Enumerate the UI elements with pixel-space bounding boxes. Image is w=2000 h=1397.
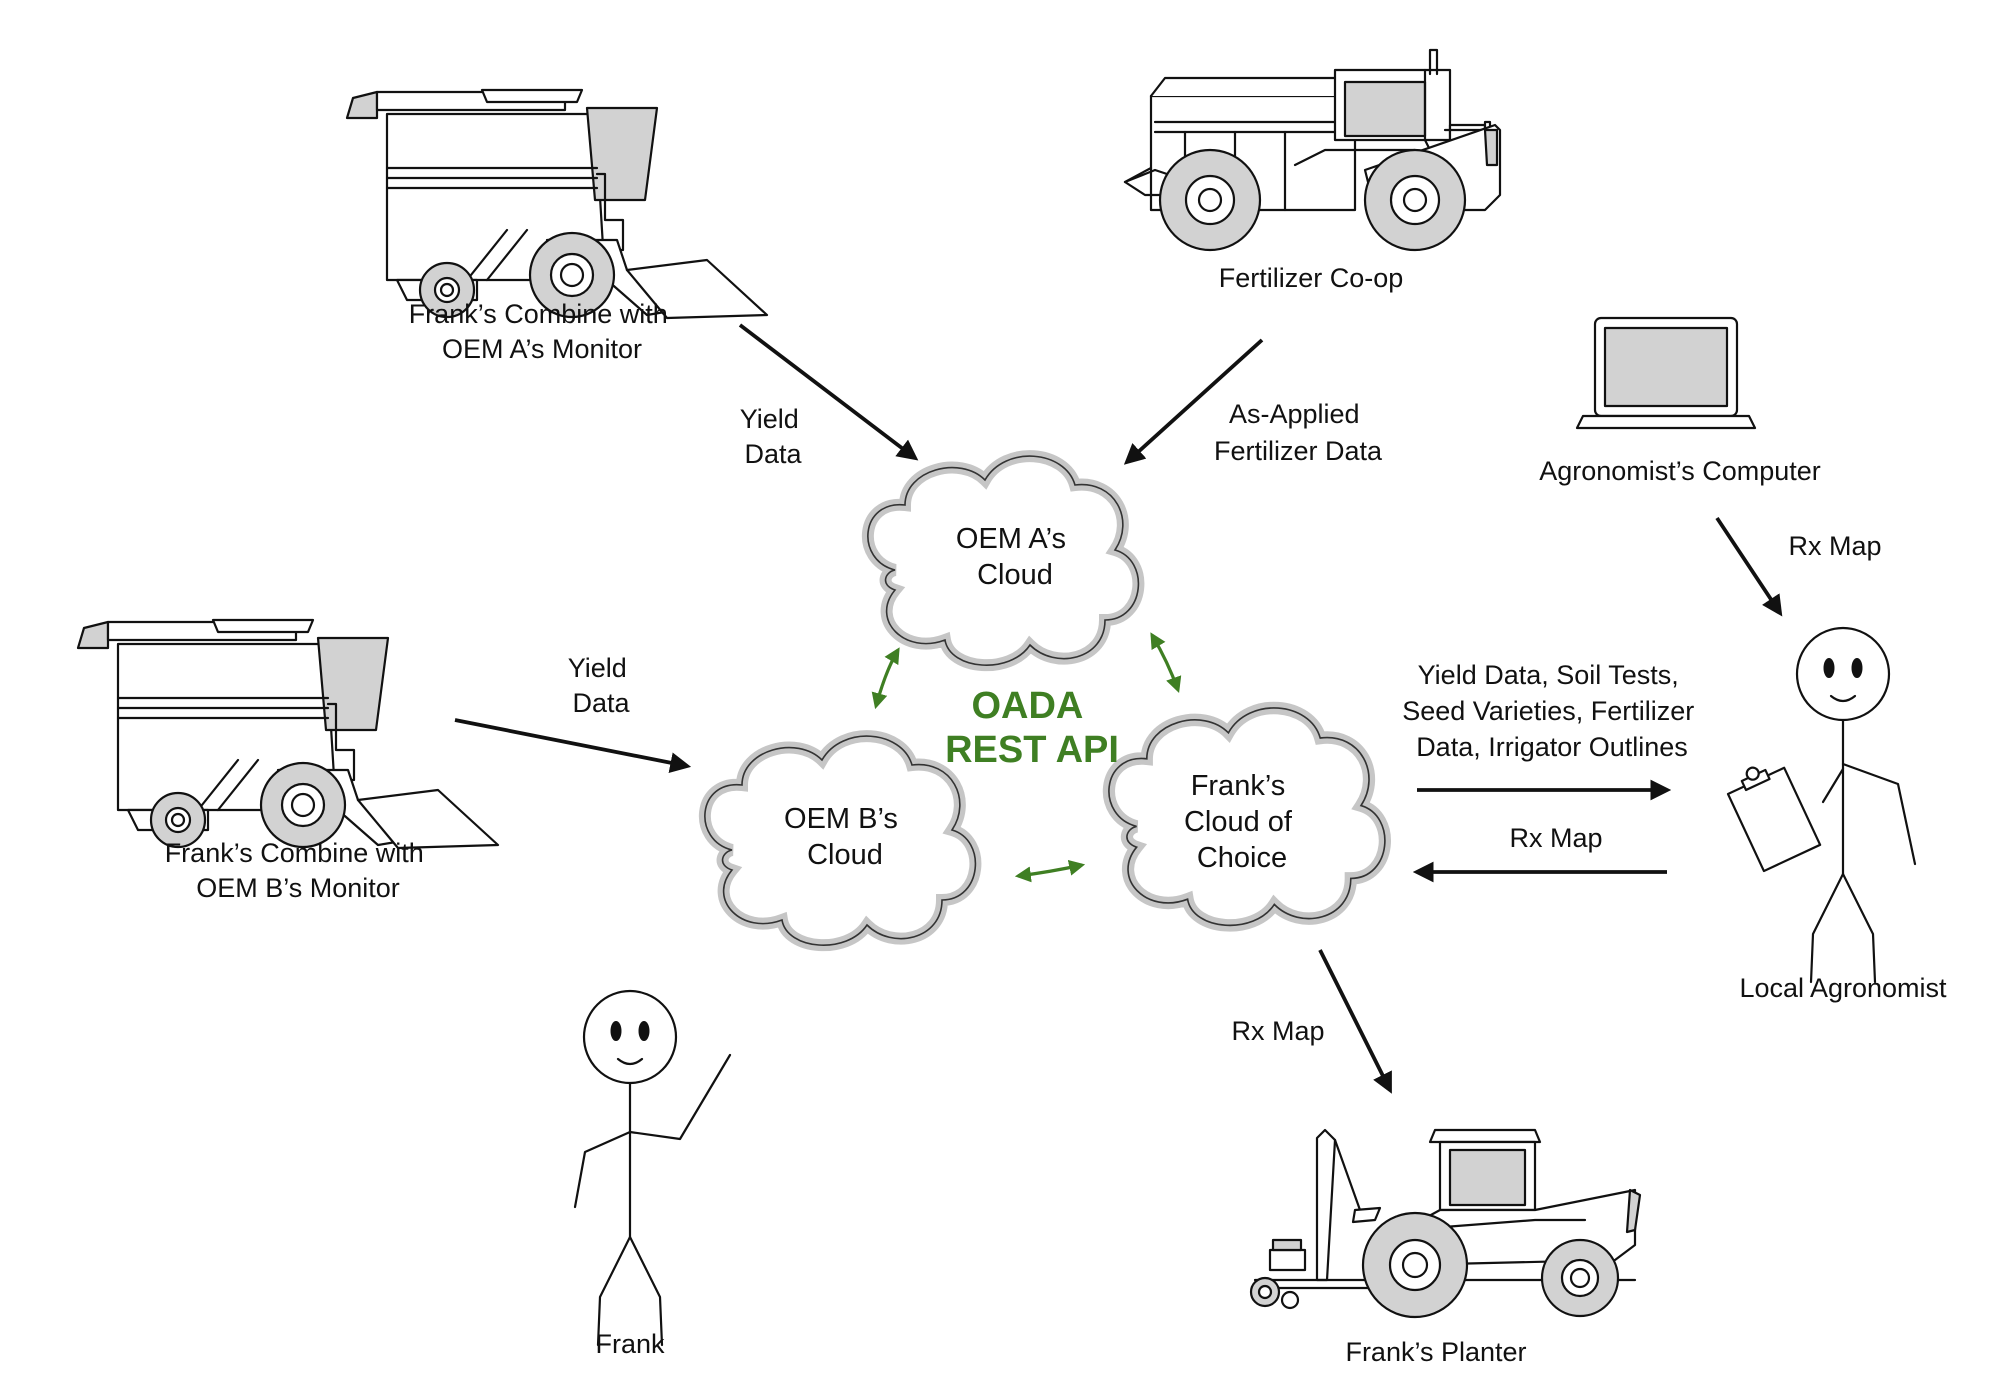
- laptop-icon: [1575, 316, 1757, 430]
- oem-a-cloud: [861, 450, 1145, 671]
- arrow-combine-b-to-oem-b: [454, 718, 692, 773]
- frank-figure: [573, 989, 732, 1347]
- planter-label: Frank’s Planter: [1345, 1337, 1526, 1367]
- oada-rest-api-label: OADA REST API: [945, 685, 1119, 771]
- planter-illustration: [1249, 1128, 1642, 1319]
- api-arrow-oem-b-to-oem-a: [871, 647, 900, 710]
- combine-a-illustration: [345, 88, 769, 320]
- as-applied-label: As-Applied Fertilizer Data: [1214, 399, 1383, 466]
- rx-map-back-label: Rx Map: [1509, 823, 1602, 853]
- api-arrow-oem-b-to-franks: [1014, 859, 1086, 883]
- arrow-franks-cloud-to-planter: [1318, 949, 1392, 1094]
- franks-cloud: [1102, 701, 1391, 932]
- combine-a-label: Frank’s Combine with OEM A’s Monitor: [409, 299, 676, 364]
- fertilizer-tractor-illustration: [1123, 48, 1502, 252]
- rx-map-planter-label: Rx Map: [1231, 1016, 1324, 1046]
- local-agronomist-figure: [1726, 626, 1917, 984]
- oem-a-cloud-label: OEM A’s Cloud: [956, 523, 1074, 591]
- combine-b-illustration: [76, 618, 500, 850]
- oem-b-cloud-label: OEM B’s Cloud: [784, 803, 906, 871]
- frank-label: Frank: [595, 1329, 665, 1359]
- api-arrow-oem-a-to-franks: [1150, 632, 1182, 694]
- oem-b-cloud: [698, 730, 982, 951]
- agronomist-label: Local Agronomist: [1739, 973, 1947, 1003]
- arrow-fertilizer-to-oem-a: [1123, 338, 1264, 465]
- franks-cloud-label: Frank’s Cloud of Choice: [1184, 770, 1300, 874]
- computer-label: Agronomist’s Computer: [1539, 456, 1821, 486]
- combine-b-label: Frank’s Combine with OEM B’s Monitor: [165, 838, 432, 903]
- agronomist-data-label: Yield Data, Soil Tests, Seed Varieties, …: [1402, 660, 1702, 762]
- yield-data-a-label: Yield Data: [740, 404, 807, 469]
- arrow-combine-a-to-oem-a: [738, 323, 919, 461]
- fertilizer-label: Fertilizer Co-op: [1219, 263, 1404, 293]
- arrow-computer-to-agronomist: [1715, 516, 1783, 617]
- rx-map-computer-label: Rx Map: [1788, 531, 1881, 561]
- yield-data-b-label: Yield Data: [568, 653, 635, 718]
